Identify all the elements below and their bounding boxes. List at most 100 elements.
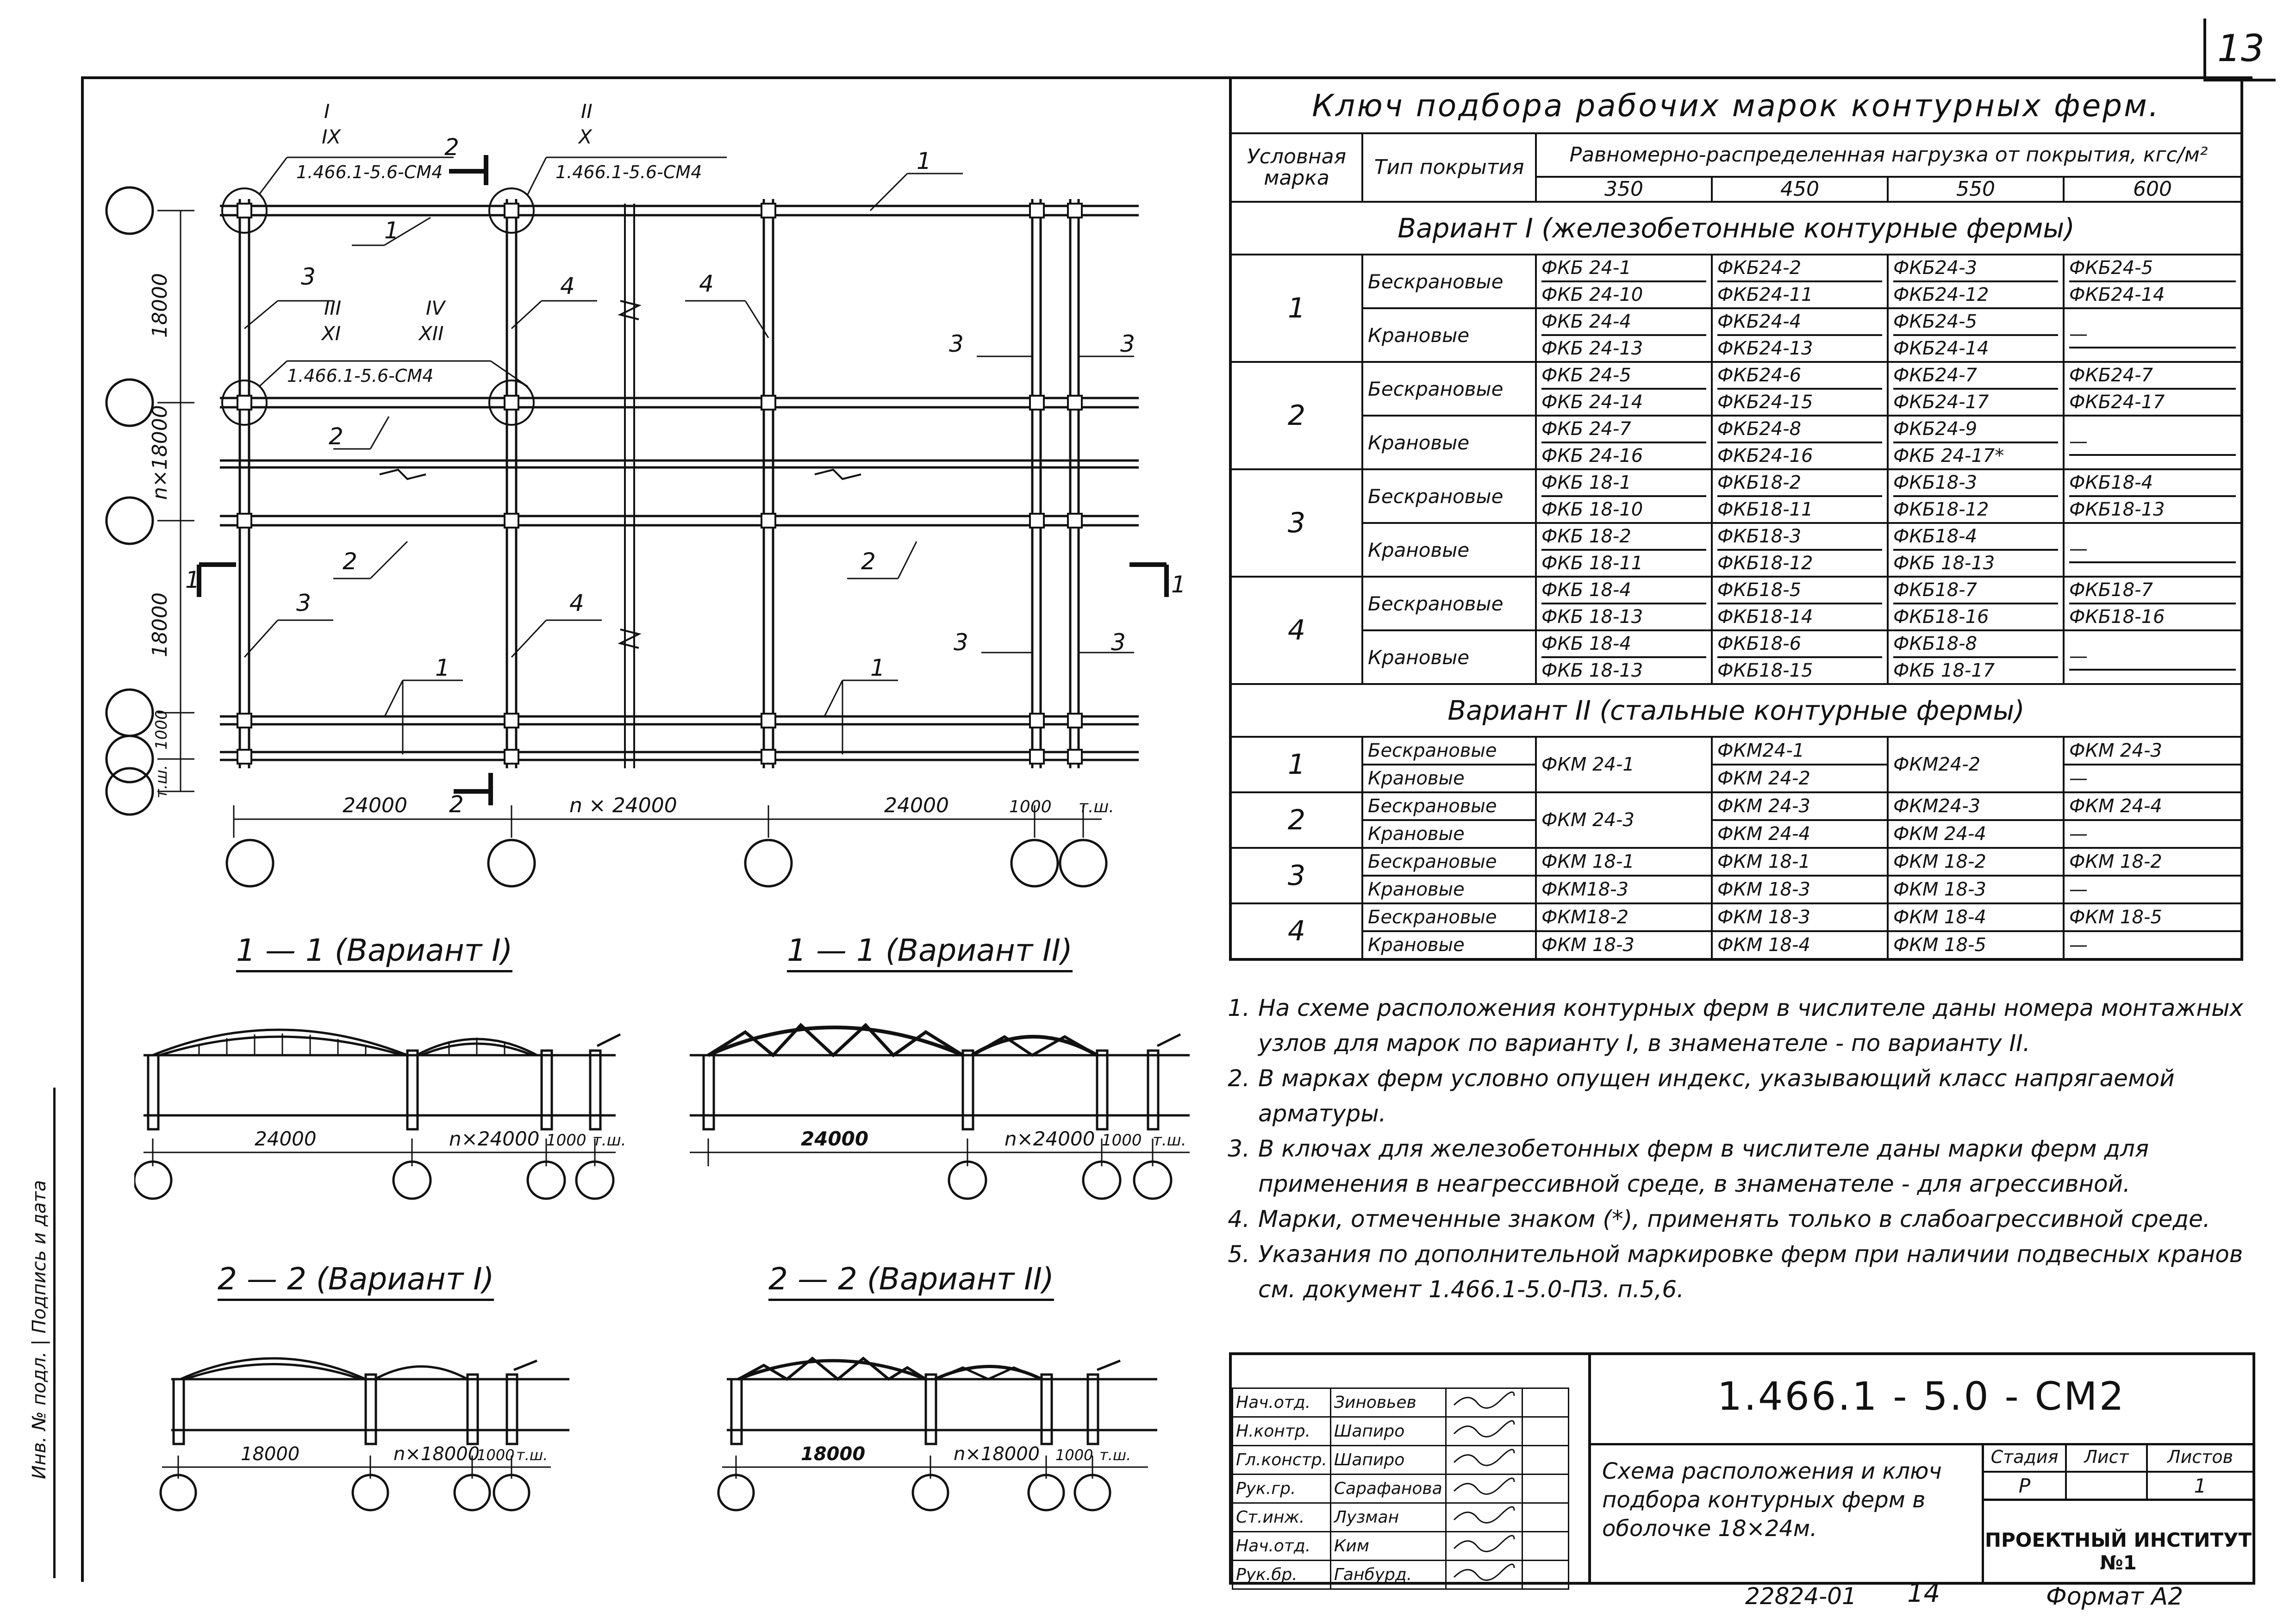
sheet-format: Формат А2 (2046, 1583, 2184, 1611)
truss-selection-key-table: Ключ подбора рабочих марок контурных фер… (1229, 76, 2244, 961)
table-cell: ФКМ 18-1 (1711, 847, 1889, 877)
table-cell: ФКМ 18-3 (1535, 930, 1713, 960)
cover-type: Бескрановые (1361, 361, 1537, 417)
truss-mark-bottom: ФКБ18-16 (2069, 606, 2165, 628)
section-1-1-variant-2: 24000 n×24000 1000 т.ш. (690, 1023, 1190, 1200)
truss-mark-top: ФКБ18-7 (1893, 578, 2058, 604)
note-text: Указания по дополнительной маркировке фе… (1258, 1241, 2243, 1303)
cover-type: Крановые (1361, 629, 1537, 685)
truss-mark-bottom: ФКБ18-16 (1893, 606, 1989, 628)
signature-role: Гл.констр. (1232, 1445, 1331, 1475)
cond-mark: 2 (1229, 791, 1363, 849)
signature-row: Нач.отд.Зиновьев (1232, 1388, 1569, 1418)
table-cell: ФКМ 24-4 (1887, 819, 2065, 849)
truss-mark-top: — (2069, 429, 2236, 456)
section-2-2-variant-2: 18000 n×18000 1000 т.ш. (717, 1356, 1157, 1512)
truss-mark-bottom: ФКБ24-14 (2069, 284, 2165, 305)
section-dim: т.ш. (1099, 1446, 1131, 1464)
truss-mark-top: ФКБ24-2 (1717, 255, 1882, 282)
node-label-doc: 1.466.1-5.6-СМ4 (287, 366, 433, 386)
node-circle (488, 187, 535, 234)
header-load: Равномерно-распределенная нагрузка от по… (1535, 132, 2243, 178)
sheets-label: Листов (2167, 1447, 2233, 1467)
truss-mark-top: ФКБ18-4 (1893, 524, 2058, 551)
node-circle (221, 187, 268, 234)
truss-mark-bottom: ФКБ18-12 (1717, 553, 1813, 574)
axis-bubble (105, 688, 154, 737)
axis-bubble (105, 734, 154, 784)
truss-mark-bottom: ФКБ24-15 (1717, 392, 1813, 413)
cover-type: Крановые (1361, 819, 1537, 849)
dim-bottom: 1000 (1009, 797, 1052, 816)
truss-mark-bottom: ФКБ 24-16 (1541, 445, 1643, 467)
note-text: Марки, отмеченные знаком (*), применять … (1258, 1206, 2210, 1232)
truss-mark-top: ФКБ18-4 (2069, 470, 2236, 497)
callout: 4 (560, 273, 575, 299)
node-label-den: X (578, 125, 593, 148)
callout: 2 (861, 548, 876, 575)
table-cell: ФКМ 18-5 (2062, 902, 2243, 932)
section-dim: 18000 (241, 1444, 299, 1465)
truss-mark-top: ФКБ24-7 (2069, 363, 2236, 390)
cond-mark: 2 (1229, 361, 1363, 470)
table-cell: ФКМ 18-3 (1711, 875, 1889, 904)
cond-mark: 3 (1229, 847, 1363, 904)
note-item: 4.Марки, отмеченные знаком (*), применят… (1213, 1201, 2254, 1237)
truss-mark-bottom: ФКБ24-11 (1717, 284, 1813, 305)
table-cell: ФКМ 24-3 (1711, 791, 1889, 821)
signature-date (1521, 1416, 1569, 1446)
axis-bubble (225, 839, 275, 888)
node-label-den: IX (322, 125, 341, 148)
drawing-frame (81, 76, 2252, 1582)
signature-handwritten (1445, 1502, 1523, 1532)
truss-mark-bottom: ФКБ 18-17 (1893, 660, 1995, 681)
truss-mark-top: ФКБ 24-4 (1541, 309, 1706, 336)
truss-mark-top: ФКБ24-8 (1717, 417, 1882, 443)
truss-mark-bottom: ФКБ24-12 (1893, 284, 1989, 305)
truss-mark-top: ФКБ 18-4 (1541, 631, 1706, 658)
truss-mark-bottom: ФКБ18-12 (1893, 499, 1989, 520)
note-number: 2. (1228, 1065, 1250, 1092)
callout: 4 (569, 590, 584, 616)
table-cell: ФКМ 18-3 (1711, 902, 1889, 932)
page-number-box: 13 (2203, 19, 2276, 81)
truss-mark-bottom: ФКБ 18-10 (1541, 499, 1643, 520)
header-load-value: 600 (2062, 176, 2243, 203)
table-cell: ФКМ 24-4 (1711, 819, 1889, 849)
document-code: 1.466.1 - 5.0 - СМ2 (1717, 1374, 2126, 1419)
signature-role: Н.контр. (1232, 1416, 1331, 1446)
table-cell: — (2062, 764, 2243, 793)
dim-bottom: 24000 (343, 794, 407, 817)
signature-name: Шапиро (1329, 1416, 1447, 1446)
cover-type: Бескрановые (1361, 847, 1537, 877)
sheets-value: 1 (2194, 1475, 2207, 1497)
dim-left: 18000 (148, 273, 172, 338)
signature-role: Рук.бр. (1232, 1560, 1331, 1590)
node-label-num: IV (426, 297, 446, 319)
signature-name: Шапиро (1329, 1445, 1447, 1475)
signature-handwritten (1445, 1474, 1523, 1504)
signature-role: Ст.инж. (1232, 1502, 1331, 1532)
table-cell: ФКМ24-1 (1711, 736, 1889, 765)
truss-mark-top: ФКБ18-5 (1717, 578, 1882, 604)
signature-role: Нач.отд. (1232, 1531, 1331, 1561)
truss-mark-bottom: ФКБ24-17 (2069, 392, 2165, 413)
section-dim: т.ш. (1153, 1131, 1186, 1150)
table-cell: — (2062, 875, 2243, 904)
section-dim: 24000 (801, 1127, 868, 1150)
truss-mark-top: ФКБ 18-1 (1541, 470, 1706, 497)
table-title: Ключ подбора рабочих марок контурных фер… (1229, 77, 2243, 134)
notes-list: 1.На схеме расположения контурных ферм в… (1213, 990, 2254, 1307)
